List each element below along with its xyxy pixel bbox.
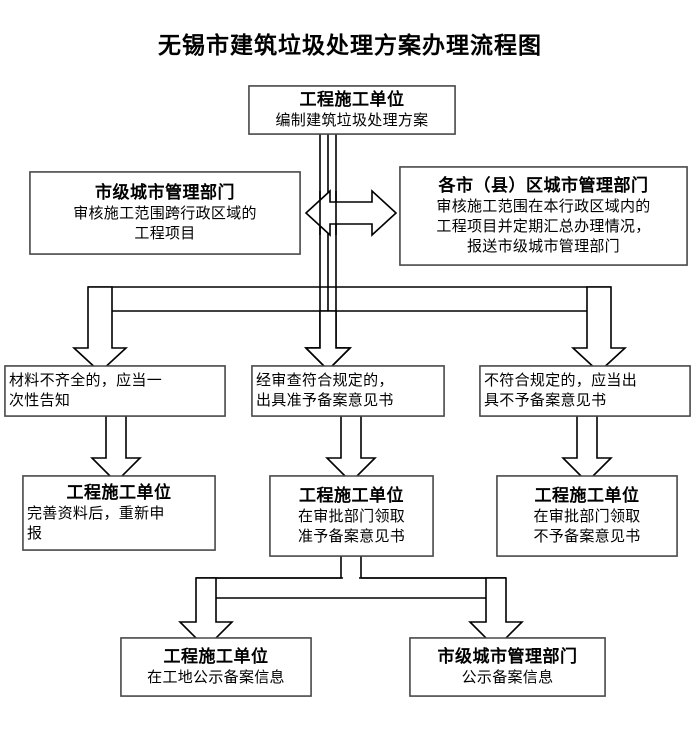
node-resubmit-body-line2: 报 <box>27 525 43 542</box>
node-noncompliant[interactable]: 不符合规定的，应当出 具不予备案意见书 <box>480 366 690 416</box>
box-outline-collect-rejection <box>496 475 678 557</box>
box-outline-compliant <box>251 365 445 417</box>
node-collect-rejection[interactable]: 工程施工单位 在审批部门领取 不予备案意见书 <box>497 476 677 556</box>
node-city-publicity-body: 公示备案信息 <box>461 669 554 686</box>
node-incomplete-body-line1: 材料不齐全的，应当一 <box>9 372 163 389</box>
node-resubmit-title: 工程施工单位 <box>66 483 172 503</box>
node-start[interactable]: 工程施工单位 编制建筑垃圾处理方案 <box>249 86 455 134</box>
node-collect-approval-body-line2: 准予备案意见书 <box>297 528 406 545</box>
node-city-dept-title: 市级城市管理部门 <box>95 183 235 203</box>
box-outline-noncompliant <box>479 365 691 417</box>
node-city-dept-body-line1: 审核施工范围跨行政区域的 <box>73 205 257 222</box>
arrow-bar-to-incomplete <box>71 286 129 374</box>
node-city-dept[interactable]: 市级城市管理部门 审核施工范围跨行政区域的 工程项目 <box>30 172 300 254</box>
node-site-publicity-body: 在工地公示备案信息 <box>147 669 285 686</box>
arrow-noncompliant-to-collect-rejection <box>561 415 613 484</box>
arrow-compliant-to-collect-approval <box>325 415 377 484</box>
node-district-dept-title: 各市（县）区城市管理部门 <box>438 175 649 195</box>
node-district-dept-body-line3: 报送市级城市管理部门 <box>466 238 620 255</box>
node-collect-approval-body-line1: 在审批部门领取 <box>297 508 406 525</box>
arrow-bar-to-noncompliant <box>570 286 628 374</box>
node-start-body: 编制建筑垃圾处理方案 <box>275 112 429 129</box>
arrow-bar-to-city-publicity <box>468 577 524 650</box>
node-city-publicity[interactable]: 市级城市管理部门 公示备案信息 <box>410 638 605 696</box>
node-incomplete[interactable]: 材料不齐全的，应当一 次性告知 <box>5 366 225 416</box>
node-collect-approval[interactable]: 工程施工单位 在审批部门领取 准予备案意见书 <box>270 476 433 556</box>
box-outline-site-publicity <box>120 637 312 697</box>
node-district-dept-body-line1: 审核施工范围在本行政区域内的 <box>436 198 651 215</box>
box-outline-start <box>248 85 456 135</box>
node-compliant-body-line2: 出具准予备案意见书 <box>256 393 394 409</box>
node-noncompliant-body-line1: 不符合规定的，应当出 <box>484 372 638 389</box>
arrow-double-headed-depts <box>304 189 398 237</box>
node-site-publicity[interactable]: 工程施工单位 在工地公示备案信息 <box>121 638 311 696</box>
bottom-stem-join-mask <box>343 575 359 581</box>
node-collect-approval-title: 工程施工单位 <box>299 486 404 506</box>
box-outline-city-publicity <box>409 637 606 697</box>
arrow-bar-to-compliant <box>304 310 352 372</box>
node-site-publicity-title: 工程施工单位 <box>163 647 269 667</box>
node-collect-rejection-body-line2: 不予备案意见书 <box>533 528 641 545</box>
node-noncompliant-body-line2: 具不予备案意见书 <box>484 393 607 409</box>
node-collect-rejection-title: 工程施工单位 <box>534 486 640 506</box>
node-resubmit-body-line1: 完善资料后，重新申 <box>27 505 165 522</box>
node-district-dept[interactable]: 各市（县）区城市管理部门 审核施工范围在本行政区域内的 工程项目并定期汇总办理情… <box>400 167 687 265</box>
node-city-publicity-title: 市级城市管理部门 <box>437 647 578 667</box>
box-outline-collect-approval <box>269 475 434 557</box>
node-district-dept-body-line2: 工程项目并定期汇总办理情况， <box>436 218 651 235</box>
node-compliant[interactable]: 经审查符合规定的， 出具准予备案意见书 <box>252 366 444 416</box>
node-city-dept-body-line2: 工程项目 <box>134 225 196 242</box>
box-outline-district-dept <box>399 166 688 266</box>
node-collect-rejection-body-line1: 在审批部门领取 <box>533 508 641 525</box>
page-title: 无锡市建筑垃圾处理方案办理流程图 <box>158 32 542 58</box>
arrow-bar-to-site-publicity <box>178 577 234 650</box>
node-compliant-body-line1: 经审查符合规定的， <box>256 372 394 389</box>
box-outline-city-dept <box>29 171 301 255</box>
box-outline-resubmit <box>22 475 216 551</box>
box-outline-incomplete <box>4 365 226 417</box>
node-start-title: 工程施工单位 <box>299 90 405 110</box>
arrow-incomplete-to-resubmit <box>90 415 142 484</box>
node-incomplete-body-line2: 次性告知 <box>9 393 71 409</box>
node-resubmit[interactable]: 工程施工单位 完善资料后，重新申 报 <box>23 476 215 550</box>
